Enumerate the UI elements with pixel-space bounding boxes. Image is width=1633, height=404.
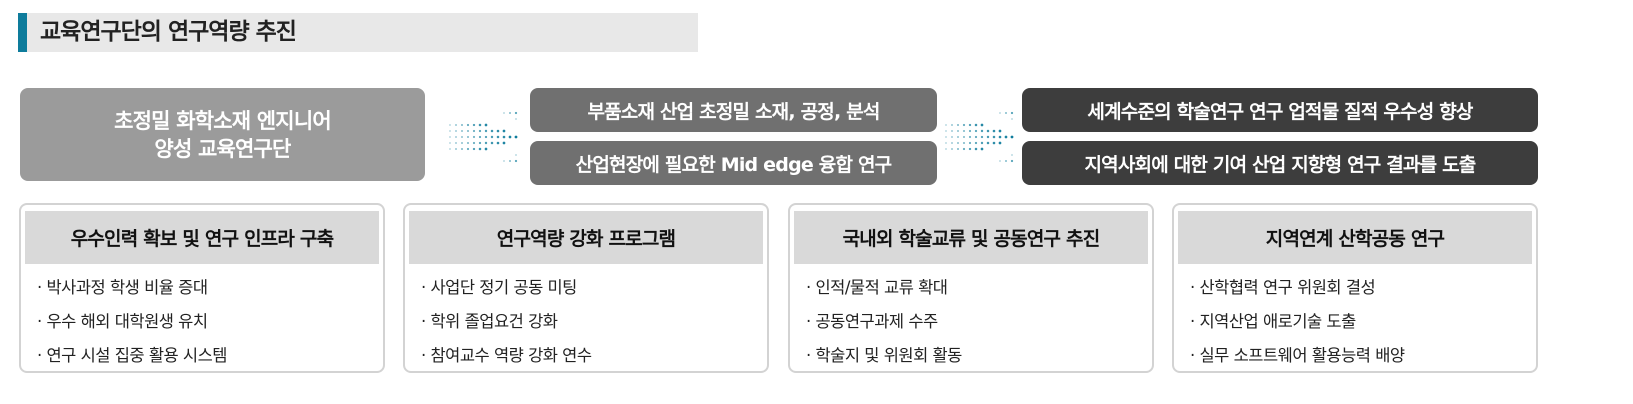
list-item: 박사과정 학생 비율 증대	[37, 271, 227, 305]
page-title: 교육연구단의 연구역량 추진	[40, 19, 297, 45]
source-box: 초정밀 화학소재 엔지니어 양성 교육연구단	[20, 88, 425, 181]
list-item: 공동연구과제 수주	[806, 305, 962, 339]
dotted-arrow-icon	[945, 111, 1014, 163]
list-item: 학위 졸업요건 강화	[421, 305, 592, 339]
middle-box-2: 산업현장에 필요한 Mid edge 융합 연구	[530, 141, 937, 185]
list-item: 학술지 및 위원회 활동	[806, 339, 963, 373]
dotted-arrow-icon	[449, 111, 518, 163]
card-talent: 우수인력 확보 및 연구 인프라 구축 박사과정 학생 비율 증대우수 해외 대…	[19, 203, 385, 373]
list-item: 연구 시설 집중 활용 시스템	[37, 339, 228, 373]
card-program: 연구역량 강화 프로그램 사업단 정기 공동 미팅학위 졸업요건 강화참여교수 …	[403, 203, 769, 373]
card-regional: 지역연계 산학공동 연구 산학협력 연구 위원회 결성지역산업 애로기술 도출실…	[1172, 203, 1538, 373]
list-item: 인적/물적 교류 확대	[806, 271, 962, 305]
list-item: 산학협력 연구 위원회 결성	[1190, 271, 1405, 305]
title-accent	[18, 13, 27, 52]
middle-box-1: 부품소재 산업 초정밀 소재, 공정, 분석	[530, 88, 937, 132]
card-title: 연구역량 강화 프로그램	[409, 211, 763, 264]
card-title: 지역연계 산학공동 연구	[1178, 211, 1532, 264]
source-line-2: 양성 교육연구단	[154, 136, 291, 161]
list-item: 참여교수 역량 강화 연수	[421, 339, 593, 373]
card-title: 우수인력 확보 및 연구 인프라 구축	[25, 211, 379, 264]
card-title: 국내외 학술교류 및 공동연구 추진	[794, 211, 1148, 264]
source-line-1: 초정밀 화학소재 엔지니어	[114, 108, 332, 133]
outcome-box-1: 세계수준의 학술연구 연구 업적물 질적 우수성 향상	[1022, 88, 1538, 132]
card-exchange: 국내외 학술교류 및 공동연구 추진 인적/물적 교류 확대공동연구과제 수주학…	[788, 203, 1154, 373]
title-bar	[18, 13, 698, 52]
list-item: 우수 해외 대학원생 유치	[37, 305, 227, 339]
list-item: 실무 소프트웨어 활용능력 배양	[1190, 339, 1406, 373]
list-item: 사업단 정기 공동 미팅	[421, 271, 592, 305]
outcome-box-2: 지역사회에 대한 기여 산업 지향형 연구 결과를 도출	[1022, 141, 1538, 185]
list-item: 지역산업 애로기술 도출	[1190, 305, 1405, 339]
